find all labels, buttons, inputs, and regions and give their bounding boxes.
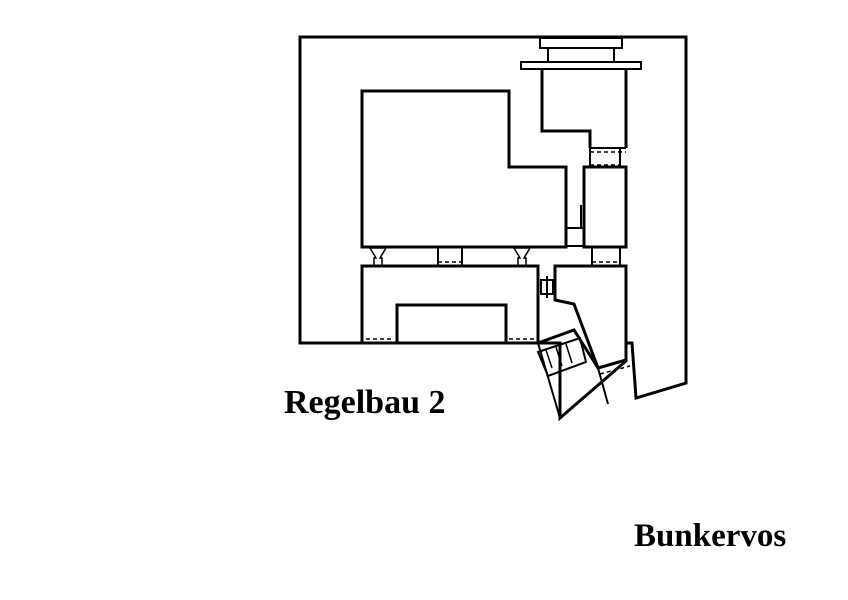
angled-door-dash <box>599 365 631 375</box>
angled-wall-outer <box>537 328 600 369</box>
angled-wall-inner <box>537 342 561 419</box>
diagram-title: Regelbau 2 <box>284 384 446 421</box>
lower-alcove <box>395 303 508 343</box>
vent-left <box>368 247 388 267</box>
defense-room <box>553 264 628 370</box>
entrance-block <box>547 47 615 63</box>
corridor-upper <box>582 165 628 249</box>
side-door <box>565 227 585 247</box>
entrance-wall-left <box>540 69 592 148</box>
embrasure-step-2 <box>555 346 563 367</box>
lower-room <box>360 264 540 345</box>
embrasure-step-1 <box>545 349 553 369</box>
embrasure-step-3 <box>565 343 573 364</box>
vent-right <box>512 247 532 267</box>
angled-partition <box>597 367 609 405</box>
outer-outline <box>298 35 688 422</box>
entrance-cap <box>539 37 623 49</box>
credit-label: Bunkervos <box>634 518 787 554</box>
entrance-slab <box>520 61 642 70</box>
main-room <box>360 89 568 249</box>
